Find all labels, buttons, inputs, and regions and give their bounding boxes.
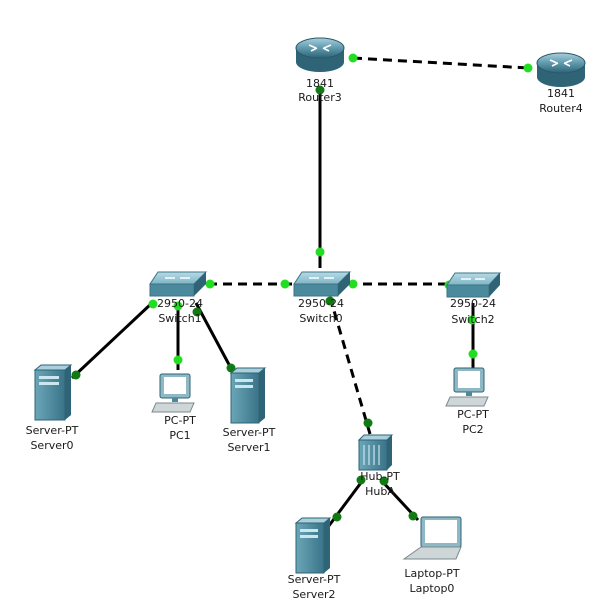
desktop-pc-icon	[445, 367, 489, 407]
device-name-label: PC2	[462, 423, 483, 436]
link-pending-dot	[379, 476, 389, 486]
device-name-label: Switch1	[158, 312, 201, 325]
device-name-label: Server0	[30, 439, 73, 452]
link-switch1-server0[interactable]	[70, 301, 154, 380]
device-model-label: 2950-24	[157, 297, 203, 310]
device-name-label: Server2	[292, 588, 335, 601]
device-server0[interactable]: Server-PT Server0	[26, 364, 79, 452]
link-pending-dot	[315, 85, 325, 95]
link-switch1-server1[interactable]	[194, 302, 235, 373]
device-switch2[interactable]: 2950-24 Switch2	[446, 272, 502, 326]
links	[70, 56, 529, 528]
link-up-dot	[468, 349, 478, 359]
device-model-label: PC-PT	[164, 414, 196, 427]
link-pending-dot	[356, 475, 366, 485]
link-up-dot	[205, 279, 215, 289]
link-up-dot	[315, 247, 325, 257]
device-model-label: Server-PT	[26, 424, 79, 437]
link-pending-dot	[325, 296, 335, 306]
device-name-label: Server1	[227, 441, 270, 454]
link-up-dot	[173, 301, 183, 311]
device-name-label: Router4	[539, 102, 582, 115]
device-name-label: Switch0	[299, 312, 342, 325]
link-up-dot	[467, 315, 477, 325]
device-model-label: 2950-24	[450, 297, 496, 310]
link-up-dot	[280, 279, 290, 289]
desktop-pc-icon	[151, 373, 195, 413]
link-status-dots	[71, 53, 533, 522]
device-name-label: HubA	[365, 485, 395, 498]
link-pending-dot	[408, 511, 418, 521]
link-pending-dot	[363, 418, 373, 428]
device-model-label: PC-PT	[457, 408, 489, 421]
switch-icon	[293, 271, 352, 297]
device-switch0[interactable]: 2950-24 Switch0	[293, 271, 352, 325]
device-model-label: 1841	[306, 77, 334, 90]
server-icon	[294, 517, 332, 574]
hub-icon	[357, 434, 394, 471]
device-name-label: Switch2	[451, 313, 494, 326]
server-icon	[33, 364, 73, 421]
link-up-dot	[148, 299, 158, 309]
device-name-label: Laptop0	[410, 582, 455, 595]
switch-icon	[446, 272, 502, 298]
device-name-label: PC1	[169, 429, 190, 442]
device-server1[interactable]: Server-PT Server1	[223, 367, 276, 454]
device-model-label: Server-PT	[223, 426, 276, 439]
link-pending-dot	[226, 363, 236, 373]
link-pending-dot	[192, 307, 202, 317]
link-switch0-huba[interactable]	[328, 296, 372, 435]
router-icon	[295, 37, 345, 72]
link-up-dot	[173, 355, 183, 365]
device-huba[interactable]: Hub-PT HubA	[357, 434, 400, 498]
device-model-label: Hub-PT	[360, 470, 400, 483]
device-router4[interactable]: 1841 Router4	[536, 52, 586, 115]
link-huba-server2[interactable]	[326, 479, 365, 528]
link-up-dot	[523, 63, 533, 73]
device-model-label: Server-PT	[288, 573, 341, 586]
device-name-label: Router3	[298, 91, 341, 104]
device-pc1[interactable]: PC-PT PC1	[151, 373, 196, 442]
device-router3[interactable]: 1841 Router3	[295, 37, 345, 104]
device-model-label: 2950-24	[298, 297, 344, 310]
device-pc2[interactable]: PC-PT PC2	[445, 367, 489, 436]
device-switch1[interactable]: 2950-24 Switch1	[149, 271, 208, 325]
device-laptop0[interactable]: Laptop-PT Laptop0	[402, 516, 462, 595]
switch-icon	[149, 271, 208, 297]
device-model-label: Laptop-PT	[404, 567, 459, 580]
link-pending-dot	[71, 370, 81, 380]
link-router3-router4[interactable]	[352, 56, 529, 70]
laptop-icon	[402, 516, 462, 560]
router-icon	[536, 52, 586, 87]
device-model-label: 1841	[547, 87, 575, 100]
link-pending-dot	[332, 512, 342, 522]
link-up-dot	[348, 53, 358, 63]
server-icon	[229, 367, 267, 424]
link-up-dot	[348, 279, 358, 289]
device-server2[interactable]: Server-PT Server2	[288, 517, 341, 601]
